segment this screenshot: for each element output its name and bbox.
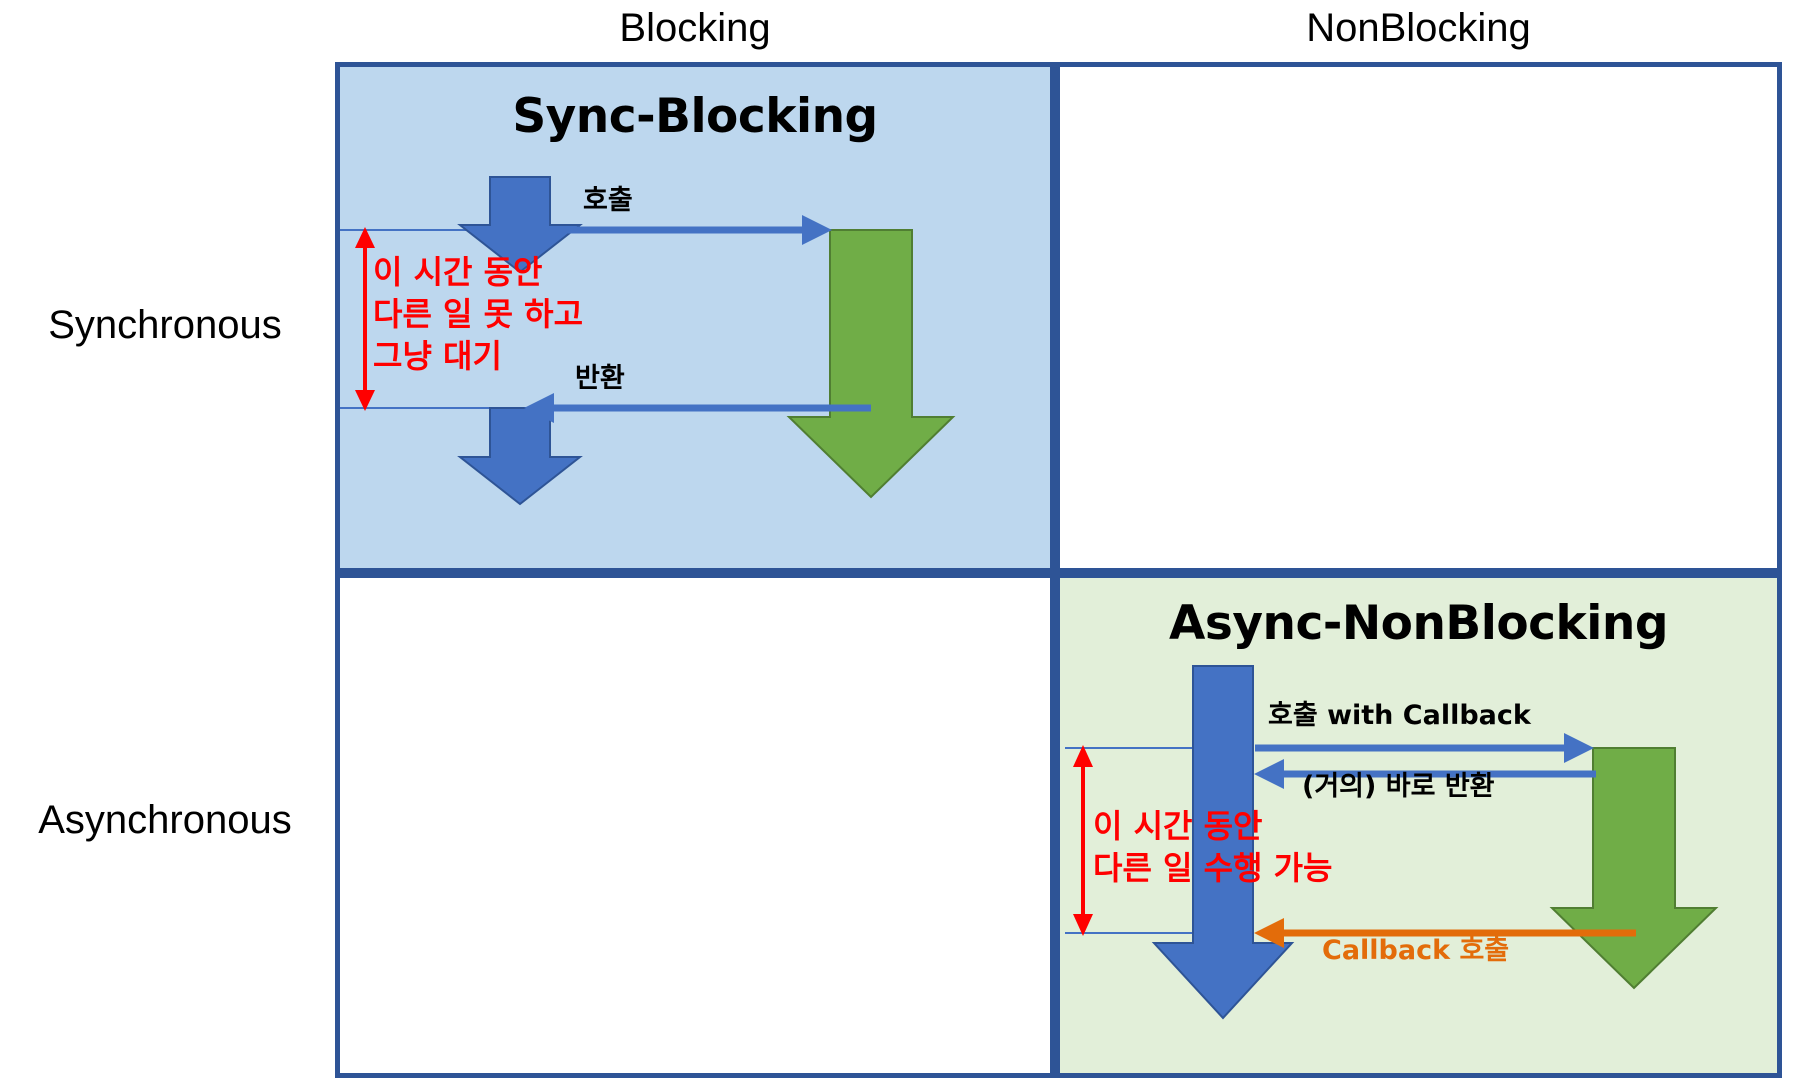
quadrant-title-sync-blocking: Sync-Blocking xyxy=(512,89,878,144)
column-header-nonblocking: NonBlocking xyxy=(1306,6,1531,50)
column-header-blocking: Blocking xyxy=(619,6,771,50)
callee-down-arrow-icon xyxy=(1549,747,1719,990)
row-header-asynchronous: Asynchronous xyxy=(38,798,292,842)
duration-down-arrowhead-icon xyxy=(1073,914,1093,936)
return-label-sync-blocking: 반환 xyxy=(575,363,625,394)
immediate-return-label: (거의) 바로 반환 xyxy=(1302,771,1495,802)
return-edge-left-arrow-icon xyxy=(1254,759,1284,789)
call-edge-right-arrow-icon xyxy=(1564,733,1594,763)
duration-up-arrowhead-icon xyxy=(1073,745,1093,767)
duration-down-arrowhead-icon xyxy=(355,390,375,411)
call-label-sync-blocking: 호출 xyxy=(583,185,633,216)
callee-down-arrow-icon xyxy=(786,229,956,499)
quadrant-async-nonblocking[interactable]: Async-NonBlocking 호출 with Callback xyxy=(1055,573,1782,1078)
call-edge-right-arrow-icon xyxy=(802,215,832,245)
quadrant-title-async-nonblocking: Async-NonBlocking xyxy=(1169,596,1668,651)
caller-resume-down-arrow-icon xyxy=(457,407,583,506)
quadrant-async-blocking[interactable] xyxy=(335,573,1055,1078)
quadrant-sync-nonblocking[interactable] xyxy=(1055,62,1782,573)
duration-up-arrowhead-icon xyxy=(355,227,375,248)
return-edge-left-arrow-icon xyxy=(524,393,554,423)
callback-edge-left-arrow-icon xyxy=(1254,918,1284,948)
callback-invoke-label: Callback 호출 xyxy=(1322,935,1510,966)
call-with-callback-label: 호출 with Callback xyxy=(1268,700,1531,731)
row-header-synchronous: Synchronous xyxy=(48,303,282,347)
